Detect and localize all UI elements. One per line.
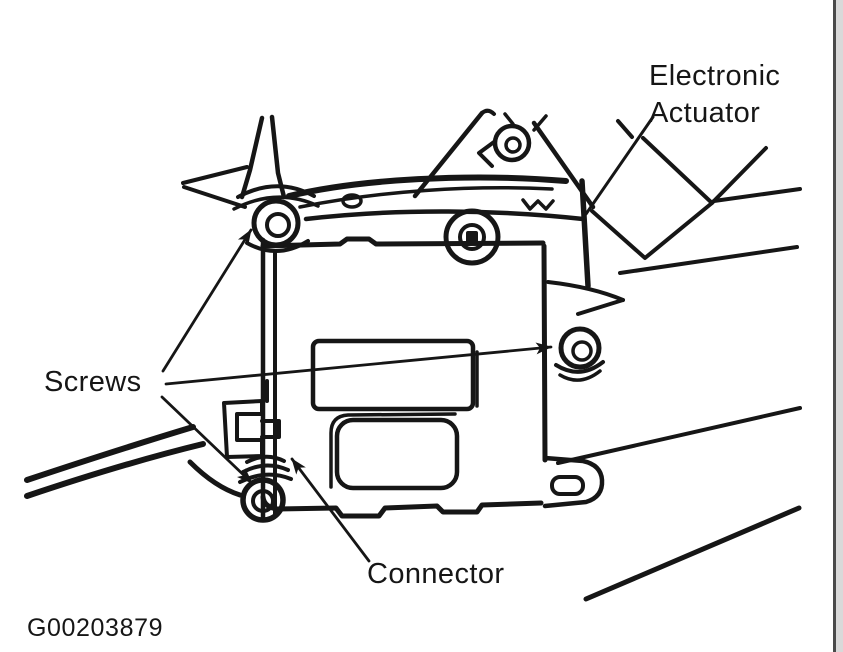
actuator-box [260,208,605,521]
figure-code: G00203879 [27,614,164,642]
connector-plug [222,379,293,484]
mounting-screw-top-left [245,198,310,253]
label-electronic-actuator-line2: Actuator [649,97,761,129]
lower-recess [334,417,460,491]
mounting-screw-right [554,326,605,382]
mounting-bracket [181,108,625,316]
screws-arrow-right [164,342,553,386]
label-connector: Connector [367,558,505,590]
label-screws: Screws [44,366,142,398]
label-electronic-actuator: Electronic Actuator [649,58,780,132]
roller-pivot [443,208,501,266]
page-edge-strip [836,0,843,652]
screws-arrow-top [161,228,253,373]
label-electronic-actuator-line1: Electronic [649,60,781,92]
background-panel-lines [556,119,802,602]
page-edge-line [833,0,836,652]
label-window [310,338,476,412]
wiring-harness [24,424,206,499]
mounting-tab [542,455,605,509]
leader-line-electronic-actuator [584,115,655,216]
mounting-screw-bottom [187,459,286,523]
callout-arrows [160,228,553,563]
connector-arrow [290,457,371,563]
screws-arrow-bottom [160,395,254,485]
